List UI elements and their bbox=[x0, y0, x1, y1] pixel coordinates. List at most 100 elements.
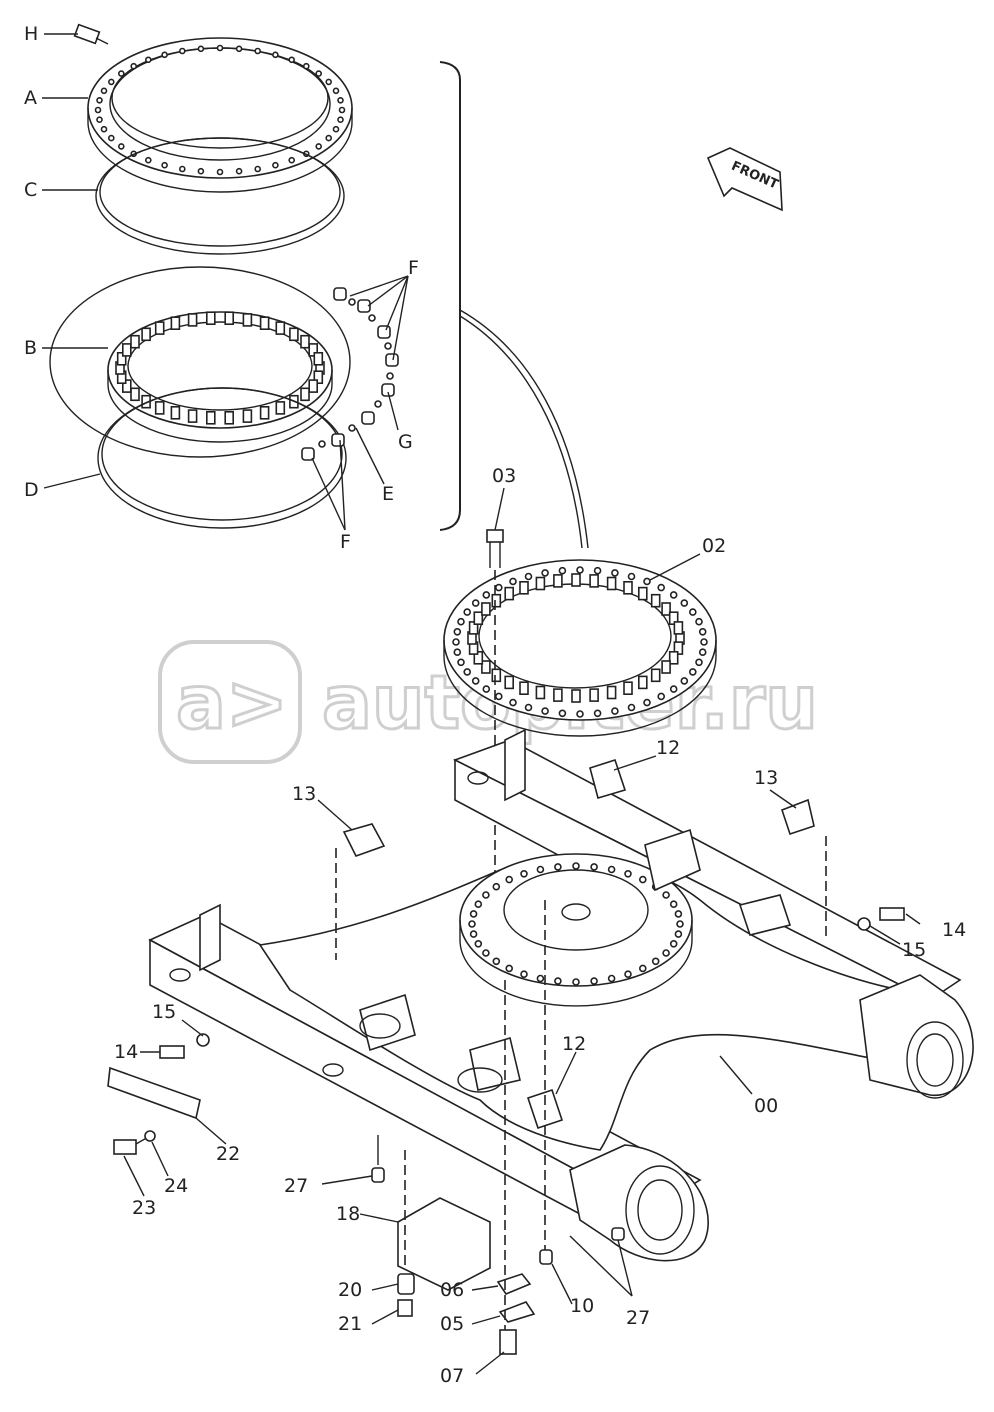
bolt-hole bbox=[669, 939, 678, 948]
spacer-20 bbox=[397, 1273, 415, 1295]
label-13-right: 13 bbox=[754, 767, 778, 789]
label-21: 21 bbox=[338, 1313, 362, 1335]
watermark-logo-glyph: a> bbox=[176, 660, 288, 746]
bolt-h bbox=[73, 23, 109, 45]
bolt-hole bbox=[536, 865, 545, 874]
bolt-hole bbox=[593, 709, 602, 718]
bolt-hole bbox=[624, 970, 632, 979]
gear-tooth bbox=[481, 602, 491, 616]
gear-tooth bbox=[289, 327, 299, 342]
bolt-hole bbox=[520, 970, 528, 979]
gear-tooth bbox=[606, 576, 617, 591]
bolt-hole bbox=[272, 51, 279, 59]
bolt-hole bbox=[337, 97, 344, 104]
label-20: 20 bbox=[338, 1279, 362, 1301]
gear-tooth bbox=[571, 573, 581, 587]
bolt-hole bbox=[669, 591, 678, 599]
gear-tooth bbox=[481, 660, 491, 674]
label-12-top: 12 bbox=[656, 737, 680, 759]
bolt-hole bbox=[536, 974, 545, 983]
gear-tooth bbox=[589, 574, 599, 588]
bolt-hole bbox=[554, 863, 562, 871]
bolt-hole bbox=[695, 617, 703, 626]
bolt-hole bbox=[688, 608, 697, 616]
bolt-hole bbox=[590, 863, 598, 871]
block-12-bottom bbox=[526, 1088, 564, 1130]
gear-tooth bbox=[275, 321, 286, 335]
gear-tooth bbox=[187, 409, 198, 423]
bolt-hole bbox=[272, 161, 279, 169]
bolt-hole bbox=[197, 167, 205, 175]
bolt-hole bbox=[332, 87, 340, 95]
label-23: 23 bbox=[132, 1197, 156, 1219]
bolt-hole bbox=[100, 87, 108, 95]
rollers-f bbox=[301, 287, 399, 461]
watermark-logo-box bbox=[158, 640, 302, 764]
swing-bearing-02 bbox=[443, 559, 717, 737]
gear-tooth bbox=[623, 681, 633, 696]
bolt-hole bbox=[100, 125, 108, 133]
label-d: D bbox=[24, 479, 39, 501]
gear-tooth bbox=[170, 316, 181, 331]
gear-tooth bbox=[224, 410, 234, 425]
bolt-21 bbox=[397, 1299, 413, 1317]
bolt-hole bbox=[624, 869, 632, 878]
bolt-hole bbox=[669, 685, 678, 693]
bolt-hole bbox=[254, 47, 262, 55]
gear-tooth bbox=[116, 351, 127, 366]
bolt-hole bbox=[627, 703, 636, 712]
balls-e bbox=[318, 298, 394, 448]
bolt-hole bbox=[698, 627, 707, 636]
gear-tooth bbox=[154, 401, 165, 415]
gear-tooth bbox=[535, 685, 546, 700]
bolt-hole bbox=[680, 599, 689, 607]
gear-tooth bbox=[606, 685, 617, 700]
label-c: C bbox=[24, 179, 37, 201]
label-f-top: F bbox=[408, 257, 419, 279]
gear-tooth bbox=[130, 334, 140, 349]
bolt-hole bbox=[662, 891, 670, 899]
bolt-hole bbox=[662, 949, 670, 957]
gear-tooth bbox=[491, 593, 502, 608]
bolt-14-right bbox=[857, 907, 905, 931]
label-b: B bbox=[24, 337, 37, 359]
label-05: 05 bbox=[440, 1313, 464, 1335]
gear-tooth bbox=[130, 387, 140, 402]
bolt-hole bbox=[576, 710, 584, 718]
gear-tooth bbox=[637, 675, 648, 690]
gear-tooth bbox=[141, 327, 151, 342]
guard-18 bbox=[377, 1135, 491, 1291]
gear-tooth bbox=[504, 586, 515, 601]
label-02: 02 bbox=[702, 535, 726, 557]
gear-tooth bbox=[571, 689, 581, 703]
gear-tooth bbox=[187, 313, 198, 327]
label-15-right: 15 bbox=[902, 939, 926, 961]
plug-27-left bbox=[371, 1167, 385, 1183]
plate-06 bbox=[496, 1273, 532, 1295]
gear-tooth bbox=[623, 580, 633, 595]
gear-tooth bbox=[170, 405, 181, 420]
bolt-hole bbox=[332, 125, 340, 133]
gear-tooth bbox=[519, 580, 529, 595]
bolt-hole bbox=[554, 977, 562, 985]
bolt-hole bbox=[611, 707, 619, 715]
label-f-bottom: F bbox=[340, 531, 351, 553]
gear-tooth bbox=[259, 405, 270, 420]
bolt-hole bbox=[524, 572, 533, 581]
bolt-hole bbox=[179, 47, 186, 55]
label-24: 24 bbox=[164, 1175, 188, 1197]
gear-tooth bbox=[661, 602, 671, 616]
label-00: 00 bbox=[754, 1095, 778, 1117]
bolt-hole bbox=[216, 44, 224, 52]
label-14-left: 14 bbox=[114, 1041, 138, 1063]
bolt-hole bbox=[463, 608, 472, 616]
leader-lines bbox=[42, 33, 921, 1375]
bolt-hole bbox=[457, 617, 465, 626]
gear-tooth bbox=[668, 650, 679, 665]
gear-tooth bbox=[206, 311, 216, 326]
bolt-hole bbox=[695, 658, 703, 667]
bolt-hole bbox=[315, 70, 323, 77]
gear-tooth bbox=[300, 387, 310, 402]
bolt-hole bbox=[315, 143, 323, 150]
